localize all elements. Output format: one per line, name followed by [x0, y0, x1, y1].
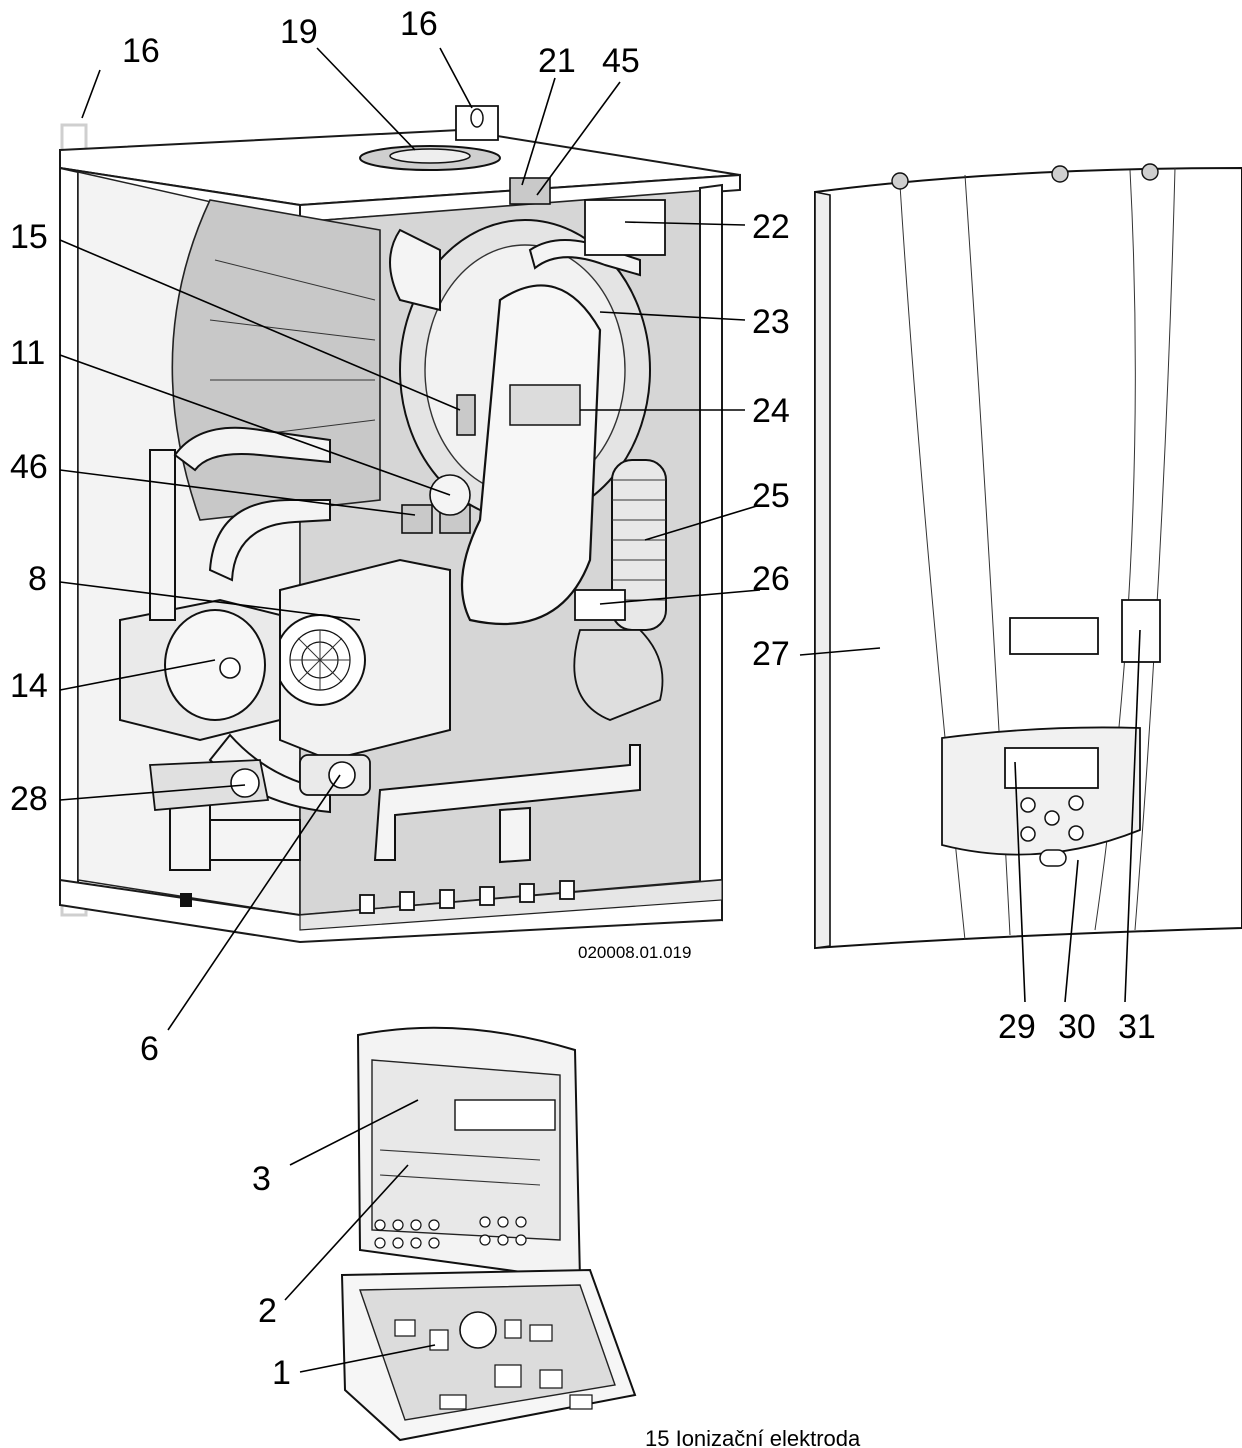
- callout-23: 23: [752, 303, 790, 341]
- bottom-connectors: [180, 880, 575, 914]
- drawing-code: 020008.01.019: [578, 943, 691, 962]
- callout-27: 27: [752, 635, 790, 673]
- callout-labels: 16 19 16 21 45 22 15 23 11 24 46 25 8 26…: [10, 5, 1156, 1392]
- callout-24: 24: [752, 392, 790, 430]
- front-cover: [814, 163, 1242, 950]
- control-panel: [941, 726, 1141, 867]
- callout-16b: 16: [400, 5, 438, 43]
- callout-46: 46: [10, 448, 48, 486]
- callout-26: 26: [752, 560, 790, 598]
- callout-19: 19: [280, 13, 318, 51]
- cover-plate: [1121, 599, 1161, 663]
- callout-30: 30: [1058, 1008, 1096, 1046]
- pressure-sensor: [299, 754, 371, 796]
- callout-29: 29: [998, 1008, 1036, 1046]
- gas-pipe-upper: [528, 239, 641, 277]
- panel-button-1[interactable]: [1020, 797, 1036, 813]
- gas-valve: [574, 589, 626, 621]
- panel-button-5[interactable]: [1068, 825, 1084, 841]
- panel-button-3[interactable]: [1068, 795, 1084, 811]
- expansion-vessel: [171, 199, 381, 521]
- callout-25: 25: [752, 477, 790, 515]
- callout-11: 11: [10, 334, 45, 372]
- display: [1004, 747, 1099, 789]
- air-duct: [460, 284, 602, 626]
- control-box: [340, 1026, 637, 1442]
- callout-1: 1: [272, 1354, 291, 1392]
- flue-connector: [509, 177, 551, 205]
- callout-22: 22: [752, 208, 790, 246]
- pump: [119, 598, 281, 742]
- boiler-body: [59, 105, 741, 944]
- power-button[interactable]: [1039, 849, 1067, 867]
- panel-button-2[interactable]: [1044, 810, 1060, 826]
- callout-16a: 16: [122, 32, 160, 70]
- callout-14: 14: [10, 667, 48, 705]
- condensate-hose: [573, 459, 667, 721]
- callout-8: 8: [28, 560, 47, 598]
- callout-15: 15: [10, 218, 48, 256]
- panel-button-4[interactable]: [1020, 826, 1036, 842]
- temperature-sensor-46: [401, 504, 433, 534]
- ionization-electrode: [456, 394, 476, 436]
- callout-45: 45: [602, 42, 640, 80]
- safety-valve: [148, 759, 270, 811]
- callout-6: 6: [140, 1030, 159, 1068]
- callout-31: 31: [1118, 1008, 1156, 1046]
- callout-28: 28: [10, 780, 48, 818]
- callout-21: 21: [538, 42, 576, 80]
- leader-lines: [59, 47, 1141, 1373]
- legend-caption: 15 Ionizační elektroda: [645, 1426, 861, 1448]
- terminal-strip-upper: [454, 1099, 556, 1131]
- callout-2: 2: [258, 1292, 277, 1330]
- callout-3: 3: [252, 1160, 271, 1198]
- terminal-holes: [374, 1216, 527, 1249]
